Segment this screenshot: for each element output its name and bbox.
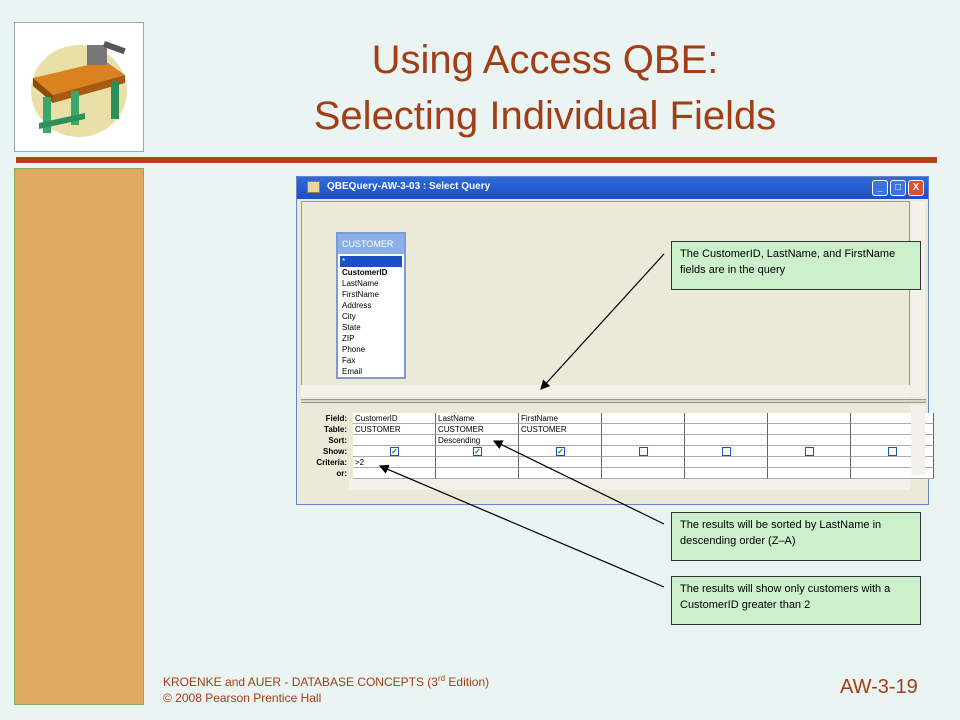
query-icon xyxy=(307,181,320,193)
query-window: QBEQuery-AW-3-03 : Select Query _ □ X CU… xyxy=(296,176,934,505)
grid-cell-show[interactable] xyxy=(768,446,851,457)
grid-cell-show[interactable] xyxy=(685,446,768,457)
grid-cell-criteria[interactable] xyxy=(602,457,685,468)
field-item-customerid[interactable]: CustomerID xyxy=(342,268,388,277)
show-checkbox[interactable] xyxy=(722,447,731,456)
arrow-criteria xyxy=(378,464,665,588)
footer-line1-pre: KROENKE and AUER - DATABASE CONCEPTS (3 xyxy=(163,675,438,689)
grid-cell-field[interactable] xyxy=(685,413,768,424)
footer-line1-sup: rd xyxy=(437,674,446,683)
grid-cell-field[interactable]: CustomerID xyxy=(353,413,436,424)
show-checkbox[interactable]: ✓ xyxy=(390,447,399,456)
grid-cell-or[interactable] xyxy=(353,468,436,479)
table-pane: CUSTOMER * CustomerID LastName FirstName… xyxy=(301,201,910,397)
grid-cell-table[interactable] xyxy=(602,424,685,435)
grid-cell-criteria[interactable] xyxy=(436,457,519,468)
field-item-all[interactable]: * xyxy=(340,256,402,267)
field-item-state[interactable]: State xyxy=(342,323,361,332)
design-grid: Field: Table: Sort: Show: Criteria: or: … xyxy=(301,405,934,489)
grid-cell-show[interactable] xyxy=(851,446,934,457)
table-pane-hscrollbar[interactable] xyxy=(301,385,910,397)
field-item-fax[interactable]: Fax xyxy=(342,356,356,365)
grid-cell-criteria[interactable] xyxy=(851,457,934,468)
grid-cell-table[interactable]: CUSTOMER xyxy=(519,424,602,435)
grid-cell-table[interactable]: CUSTOMER xyxy=(353,424,436,435)
grid-cell-or[interactable] xyxy=(436,468,519,479)
row-label-sort: Sort: xyxy=(328,436,347,445)
field-item-lastname[interactable]: LastName xyxy=(342,279,379,288)
arrow-fields xyxy=(540,253,665,390)
footer-line1-post: Edition) xyxy=(445,675,490,689)
grid-cell-sort[interactable] xyxy=(768,435,851,446)
grid-cell-field[interactable]: LastName xyxy=(436,413,519,424)
show-checkbox[interactable]: ✓ xyxy=(473,447,482,456)
show-checkbox[interactable] xyxy=(888,447,897,456)
field-item-email[interactable]: Email xyxy=(342,367,363,376)
row-label-field: Field: xyxy=(325,414,347,423)
footer-credit: KROENKE and AUER - DATABASE CONCEPTS (3r… xyxy=(163,671,489,706)
grid-cell-or[interactable] xyxy=(851,468,934,479)
grid-cell-show[interactable]: ✓ xyxy=(519,446,602,457)
grid-cell-field[interactable] xyxy=(602,413,685,424)
table-name: CUSTOMER xyxy=(338,234,404,254)
field-item-phone[interactable]: Phone xyxy=(342,345,366,354)
grid-cell-criteria[interactable]: >2 xyxy=(353,457,436,468)
field-item-city[interactable]: City xyxy=(342,312,356,321)
maximize-button[interactable]: □ xyxy=(890,180,906,196)
window-title: QBEQuery-AW-3-03 : Select Query xyxy=(327,181,491,192)
field-item-firstname[interactable]: FirstName xyxy=(342,290,379,299)
grid-hscrollbar[interactable] xyxy=(349,479,910,490)
show-checkbox[interactable] xyxy=(805,447,814,456)
grid-cell-show[interactable]: ✓ xyxy=(436,446,519,457)
grid-cell-show[interactable] xyxy=(602,446,685,457)
grid-cell-or[interactable] xyxy=(602,468,685,479)
grid-cell-table[interactable] xyxy=(685,424,768,435)
title-divider xyxy=(16,157,937,163)
logo-box xyxy=(14,22,144,152)
grid-cell-sort[interactable] xyxy=(353,435,436,446)
footer-line2: © 2008 Pearson Prentice Hall xyxy=(163,691,322,705)
slide-number: AW-3-19 xyxy=(840,676,918,698)
grid-cell-criteria[interactable] xyxy=(768,457,851,468)
grid-cell-sort[interactable]: Descending xyxy=(436,435,519,446)
row-label-table: Table: xyxy=(324,425,347,434)
grid-cell-sort[interactable] xyxy=(851,435,934,446)
grid-cell-sort[interactable] xyxy=(602,435,685,446)
callout-fields: The CustomerID, LastName, and FirstName … xyxy=(671,241,921,290)
row-label-show: Show: xyxy=(323,447,347,456)
grid-cell-table[interactable] xyxy=(768,424,851,435)
field-item-zip[interactable]: ZIP xyxy=(342,334,355,343)
slide-subtitle: Selecting Individual Fields xyxy=(313,94,777,138)
grid-cell-sort[interactable] xyxy=(685,435,768,446)
grid-cell-sort[interactable] xyxy=(519,435,602,446)
grid-cell-field[interactable] xyxy=(851,413,934,424)
minimize-button[interactable]: _ xyxy=(872,180,888,196)
pane-splitter[interactable] xyxy=(301,399,926,403)
customer-table-list[interactable]: CUSTOMER * CustomerID LastName FirstName… xyxy=(336,232,406,379)
grid-cell-field[interactable] xyxy=(768,413,851,424)
grid-cell-table[interactable]: CUSTOMER xyxy=(436,424,519,435)
close-button[interactable]: X xyxy=(908,180,924,196)
grid-cell-or[interactable] xyxy=(685,468,768,479)
show-checkbox[interactable]: ✓ xyxy=(556,447,565,456)
side-panel xyxy=(14,168,144,705)
row-label-criteria: Criteria: xyxy=(316,458,347,467)
grid-cell-or[interactable] xyxy=(768,468,851,479)
row-label-or: or: xyxy=(336,469,347,478)
grid-vscrollbar[interactable] xyxy=(911,405,925,475)
grid-cell-criteria[interactable] xyxy=(685,457,768,468)
slide-title: Using Access QBE: xyxy=(371,38,719,82)
workbench-icon xyxy=(31,41,127,137)
grid-cell-field[interactable]: FirstName xyxy=(519,413,602,424)
grid-cell-show[interactable]: ✓ xyxy=(353,446,436,457)
field-item-address[interactable]: Address xyxy=(342,301,372,310)
window-titlebar[interactable]: QBEQuery-AW-3-03 : Select Query _ □ X xyxy=(297,177,928,199)
callout-criteria: The results will show only customers wit… xyxy=(671,576,921,625)
grid-cell-table[interactable] xyxy=(851,424,934,435)
arrow-sort xyxy=(492,440,665,525)
show-checkbox[interactable] xyxy=(639,447,648,456)
grid-cell-criteria[interactable] xyxy=(519,457,602,468)
callout-sort: The results will be sorted by LastName i… xyxy=(671,512,921,561)
